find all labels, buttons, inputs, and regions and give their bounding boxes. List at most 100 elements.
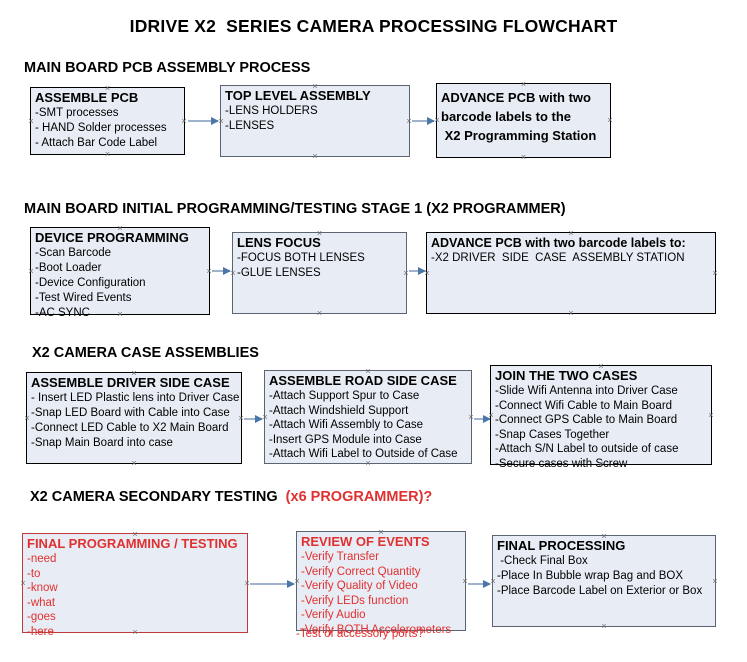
node-line: -goes [27,611,56,623]
arrow-final-programming-to-review [250,580,295,588]
connection-handle-left[interactable] [434,117,441,124]
node-line: -Snap Cases Together [495,428,610,441]
node-line: -Slide Wifi Antenna into Driver Case [495,385,678,397]
node-line: -Snap Main Board into case [31,437,173,449]
node-top-level-assembly[interactable]: TOP LEVEL ASSEMBLY -LENS HOLDERS -LENSES [220,85,410,157]
connection-handle-bottom[interactable] [131,460,138,467]
connection-handle-bottom[interactable] [117,311,124,318]
arrow-driver-case-to-road-case [244,415,263,423]
node-title: FINAL PROGRAMMING / TESTING [27,536,238,551]
node-line: -LENS HOLDERS [225,105,318,117]
node-assemble-road-side-case[interactable]: ASSEMBLE ROAD SIDE CASE -Attach Support … [264,370,472,464]
node-title: DEVICE PROGRAMMING [35,230,189,245]
node-join-two-cases[interactable]: JOIN THE TWO CASES -Slide Wifi Antenna i… [488,363,715,470]
connection-handle-left[interactable] [488,412,495,419]
connection-handle-left[interactable] [24,415,31,422]
node-line: -Connect LED Cable to X2 Main Board [31,422,229,434]
node-title: ASSEMBLE PCB [35,90,139,105]
node-title: JOIN THE TWO CASES [495,368,638,383]
node-body: ASSEMBLE PCB -SMT processes - HAND Solde… [35,90,182,151]
connection-handle-bottom[interactable] [365,460,372,467]
connection-handle-bottom[interactable] [520,154,527,161]
node-line: -Attach S/N Label to outside of case [495,443,679,455]
node-line: -what [27,596,56,609]
connection-handle-left[interactable] [20,580,27,587]
node-title: ADVANCE PCB with two [441,90,591,105]
connection-handle-bottom[interactable] [316,310,323,317]
connection-handle-top[interactable] [568,230,575,237]
node-line: -Test Wired Events [35,292,132,304]
connection-handle-top[interactable] [598,363,605,370]
connection-handle-right[interactable] [181,118,188,125]
connection-handle-bottom[interactable] [601,623,608,630]
connection-handle-left[interactable] [424,270,431,277]
connection-handle-left[interactable] [262,414,269,421]
node-advance-pcb-driver-station[interactable]: ADVANCE PCB with two barcode labels to: … [426,232,716,314]
connection-handle-bottom[interactable] [132,629,139,636]
node-line: -Attach Wifi Label to Outside of Case [269,448,458,460]
node-title: LENS FOCUS [237,235,321,250]
connection-handle-top[interactable] [520,81,527,88]
connection-handle-top[interactable] [131,370,138,377]
node-line: -Scan Barcode [35,247,112,259]
connection-handle-top[interactable] [132,531,139,538]
node-body: ASSEMBLE ROAD SIDE CASE -Attach Support … [269,373,469,462]
section-heading-secondary-testing: X2 CAMERA SECONDARY TESTING (x6 PROGRAMM… [30,489,432,505]
node-line: -Verify Audio [301,609,366,621]
node-advance-pcb-programming-station[interactable]: ADVANCE PCB with two barcode labels to t… [436,83,611,158]
node-line: -X2 DRIVER SIDE CASE ASSEMBLY STATION [431,252,685,264]
node-title: REVIEW OF EVENTS [301,534,430,549]
connection-handle-right[interactable] [712,270,719,277]
connection-handle-top[interactable] [117,225,124,232]
node-body: FINAL PROCESSING -Check Final Box -Place… [497,538,713,599]
node-line: - Attach Bar Code Label [35,137,158,149]
node-line: -Secure cases with Screw [495,457,628,470]
node-review-of-events-overflow-line: -Test of accessory ports? [296,628,424,640]
node-body: REVIEW OF EVENTS -Verify Transfer -Verif… [301,534,463,637]
arrow-assemble-pcb-to-top-level [188,117,219,125]
connection-handle-top[interactable] [312,83,319,90]
node-line: -Check Final Box [497,555,588,567]
node-assemble-pcb[interactable]: ASSEMBLE PCB -SMT processes - HAND Solde… [30,87,185,155]
node-final-programming-testing[interactable]: FINAL PROGRAMMING / TESTING -need -to -k… [20,531,248,638]
connection-handle-right[interactable] [712,578,719,585]
node-body: ASSEMBLE DRIVER SIDE CASE - Insert LED P… [31,375,239,451]
node-body: JOIN THE TWO CASES -Slide Wifi Antenna i… [495,368,709,471]
node-assemble-driver-side-case[interactable]: ASSEMBLE DRIVER SIDE CASE - Insert LED P… [26,372,242,464]
connection-handle-bottom[interactable] [568,310,575,317]
node-line: -Verify Transfer [301,551,379,563]
connection-handle-left[interactable] [218,118,225,125]
connection-handle-left[interactable] [294,578,301,585]
node-final-processing[interactable]: FINAL PROCESSING -Check Final Box -Place… [492,535,716,627]
connection-handle-left[interactable] [490,578,497,585]
connection-handle-bottom[interactable] [598,461,605,468]
node-body: ADVANCE PCB with two barcode labels to: … [431,235,713,266]
node-device-programming[interactable]: DEVICE PROGRAMMING -Scan Barcode -Boot L… [28,225,210,319]
node-line: -SMT processes [35,107,119,119]
connection-handle-bottom[interactable] [312,153,319,160]
connection-handle-right[interactable] [708,412,715,419]
connection-handle-left[interactable] [28,268,35,275]
connection-handle-top[interactable] [316,230,323,237]
node-line: -Verify LEDs function [301,594,409,607]
connection-handle-left[interactable] [230,270,237,277]
node-line: - HAND Solder processes [35,122,167,134]
section-heading-initial-programming: MAIN BOARD INITIAL PROGRAMMING/TESTING S… [24,201,566,217]
node-review-of-events[interactable]: REVIEW OF EVENTS -Verify Transfer -Verif… [294,529,466,636]
node-line: -Verify BOTH Accelerometers [301,623,452,636]
node-title: barcode labels to the [441,109,572,124]
node-line: -need [27,553,57,565]
connection-handle-bottom[interactable] [104,151,111,158]
node-title: ADVANCE PCB with two barcode labels to: [431,236,686,250]
connection-handle-top[interactable] [601,533,608,540]
connection-handle-right[interactable] [607,117,614,124]
node-line: -Verify Correct Quantity [301,565,421,578]
node-title: ASSEMBLE DRIVER SIDE CASE [31,375,230,390]
node-lens-focus[interactable]: LENS FOCUS -FOCUS BOTH LENSES -GLUE LENS… [232,232,407,314]
connection-handle-left[interactable] [28,118,35,125]
node-line: -Connect Wifi Cable to Main Board [495,399,673,412]
connection-handle-top[interactable] [378,529,385,536]
connection-handle-top[interactable] [365,368,372,375]
node-title: ASSEMBLE ROAD SIDE CASE [269,373,457,388]
connection-handle-top[interactable] [104,85,111,92]
